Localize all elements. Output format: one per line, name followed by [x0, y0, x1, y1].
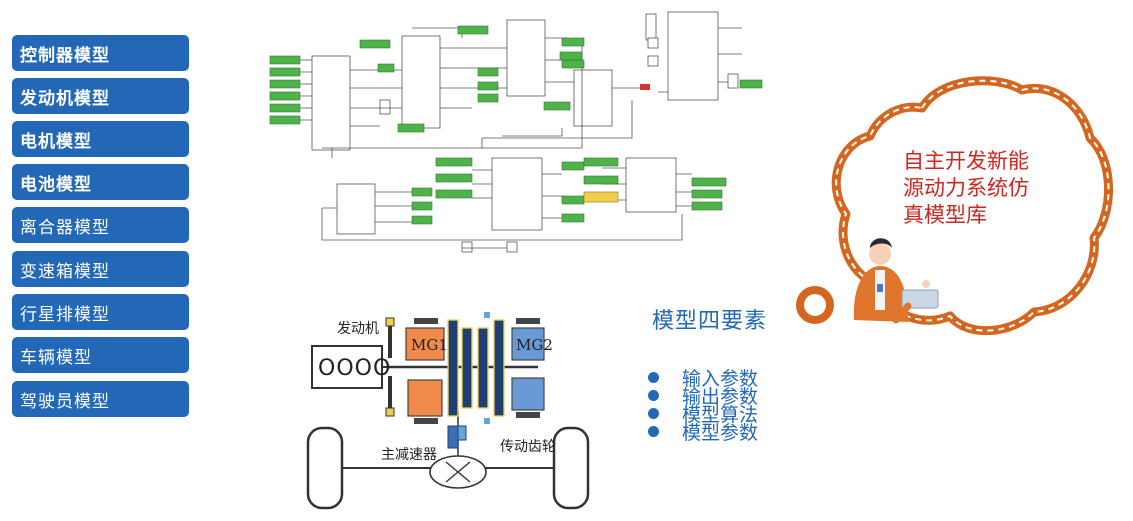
sidebar-item-label: 行星排模型	[20, 304, 110, 325]
sidebar-item-battery[interactable]: 电池模型	[12, 164, 189, 200]
bullet-icon	[648, 407, 659, 419]
sidebar-item-gearbox[interactable]: 变速箱模型	[12, 251, 189, 287]
elements-list: 输入参数 输出参数 模型算法 模型参数	[648, 368, 758, 444]
bullet-icon	[648, 371, 659, 383]
sidebar-item-label: 电池模型	[20, 174, 92, 195]
drive-gear-label: 传动齿轮	[500, 439, 556, 455]
sidebar-item-planetary[interactable]: 行星排模型	[12, 294, 189, 330]
simulink-diagram	[269, 11, 763, 253]
sidebar-item-controller[interactable]: 控制器模型	[12, 35, 189, 71]
sidebar-item-label: 驾驶员模型	[20, 391, 110, 412]
sidebar-item-label: 控制器模型	[20, 45, 110, 66]
engine-cylinders-label: OOOO	[318, 356, 392, 381]
list-item: 输入参数	[648, 368, 758, 390]
sidebar-item-label: 离合器模型	[20, 217, 110, 238]
person-illustration	[853, 238, 939, 324]
engine-label: 发动机	[337, 321, 379, 337]
list-item: 模型参数	[648, 422, 758, 444]
sidebar-item-vehicle[interactable]: 车辆模型	[12, 337, 189, 373]
bullet-icon	[648, 389, 659, 401]
sidebar-item-label: 车辆模型	[20, 347, 92, 368]
thought-bubble	[796, 76, 1113, 336]
bubble-text: 自主开发新能 源动力系统仿 真模型库	[903, 149, 1029, 227]
sidebar-item-driver[interactable]: 驾驶员模型	[12, 381, 189, 417]
sidebar-item-engine[interactable]: 发动机模型	[12, 78, 189, 114]
sidebar-item-label: 变速箱模型	[20, 261, 110, 282]
sidebar-item-motor[interactable]: 电机模型	[12, 121, 189, 157]
list-item: 输出参数	[648, 386, 758, 408]
final-drive-label: 主减速器	[381, 447, 437, 463]
bullet-icon	[648, 425, 659, 437]
list-item: 模型算法	[648, 404, 758, 426]
sidebar-item-label: 发动机模型	[20, 88, 110, 109]
elements-title: 模型四要素	[652, 309, 768, 334]
mg2-label: MG2	[516, 336, 553, 354]
mg1-label: MG1	[411, 336, 448, 354]
sidebar-item-clutch[interactable]: 离合器模型	[12, 207, 189, 243]
powertrain-schematic	[306, 312, 590, 510]
sidebar-item-label: 电机模型	[20, 131, 92, 152]
